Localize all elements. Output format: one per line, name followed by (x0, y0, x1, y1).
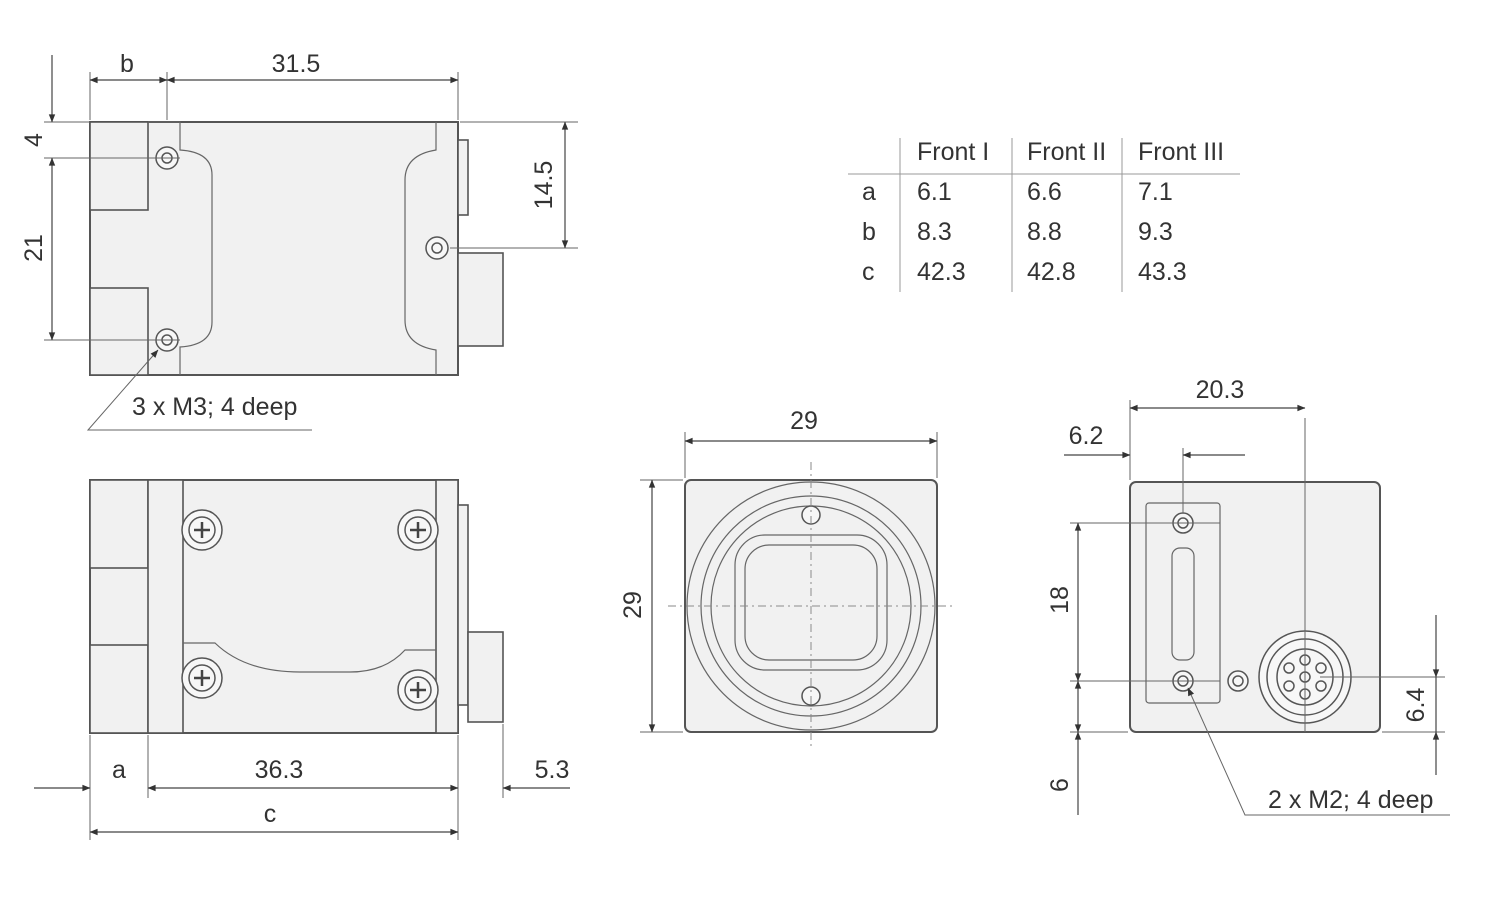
note-m2: 2 x M2; 4 deep (1268, 786, 1433, 814)
dim-label-back-bottom: 6 (1046, 778, 1074, 792)
dim-label-connector: 5.3 (535, 756, 570, 784)
top-view-left-contour (148, 121, 213, 375)
back-led (1227, 670, 1249, 692)
top-view-front-rim (457, 139, 469, 216)
side-view-back-flange (147, 479, 184, 734)
top-view-hole-right (425, 236, 449, 260)
dim-label-left-top: 4 (20, 133, 48, 147)
table-row-label-c: c (862, 258, 875, 286)
dim-label-left-height: 21 (20, 234, 48, 262)
leader-m3 (86, 349, 312, 431)
table-header-front-1: Front I (917, 138, 989, 166)
table-row-label-a: a (862, 178, 876, 206)
table-cell-a-front-3: 7.1 (1138, 178, 1173, 206)
screw-top-right (397, 509, 439, 551)
top-view: b 31.5 4 21 14.5 3 x M3; 4 deep (20, 50, 578, 431)
side-view-contour (183, 642, 436, 673)
table-cell-b-front-2: 8.8 (1027, 218, 1062, 246)
front-view: 29 29 (619, 407, 955, 750)
dimension-table: Front I Front II Front III a 6.1 6.6 7.1… (848, 138, 1240, 292)
side-view-front-flange (435, 479, 459, 734)
note-m3: 3 x M3; 4 deep (132, 393, 297, 421)
table-row-label-b: b (862, 218, 876, 246)
table-header-front-2: Front II (1027, 138, 1106, 166)
top-view-body (89, 121, 459, 376)
dim-label-c: c (264, 800, 277, 828)
top-view-right-contour (404, 122, 437, 375)
dim-label-b: b (120, 50, 134, 78)
table-cell-b-front-3: 9.3 (1138, 218, 1173, 246)
screw-bottom-right (397, 669, 439, 711)
side-view-connector (467, 631, 504, 723)
dim-label-back-connector: 6.4 (1402, 688, 1430, 723)
dim-label-front-width: 29 (790, 407, 818, 435)
screw-bottom-left (181, 657, 223, 699)
table-cell-b-front-1: 8.3 (917, 218, 952, 246)
table-cell-c-front-1: 42.3 (917, 258, 966, 286)
top-view-connector (457, 252, 504, 347)
top-view-block-upper (89, 121, 149, 211)
dim-label-side-length: 36.3 (255, 756, 304, 784)
table-cell-a-front-2: 6.6 (1027, 178, 1062, 206)
dim-label-back-height: 18 (1046, 586, 1074, 614)
side-view-front-rim (457, 504, 469, 706)
dim-label-front-height: 29 (619, 591, 647, 619)
table-cell-c-front-2: 42.8 (1027, 258, 1076, 286)
dim-label-back-width: 20.3 (1196, 376, 1245, 404)
screw-top-left (181, 509, 223, 551)
dim-label-back-offset: 6.2 (1069, 422, 1104, 450)
back-dsub-connector (1171, 547, 1195, 661)
dim-label-a: a (112, 756, 126, 784)
side-view-block-upper (89, 479, 149, 569)
leader-m2 (1187, 687, 1450, 816)
table-cell-a-front-1: 6.1 (917, 178, 952, 206)
table-header-front-3: Front III (1138, 138, 1224, 166)
top-view-block-lower (89, 287, 149, 376)
side-view: a 36.3 5.3 c (34, 479, 570, 840)
dim-label-top-length: 31.5 (272, 50, 321, 78)
table-cell-c-front-3: 43.3 (1138, 258, 1187, 286)
back-view: 20.3 6.2 18 6 6.4 2 x M2; 4 deep (1046, 376, 1450, 816)
side-view-block-lower (89, 644, 149, 734)
dim-label-right-height: 14.5 (530, 161, 558, 210)
